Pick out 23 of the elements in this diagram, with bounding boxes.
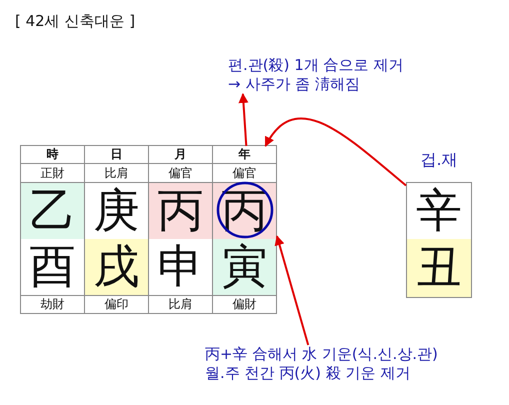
ten-god-label: 比肩 — [85, 164, 149, 183]
pillar-header: 年 — [213, 146, 277, 164]
arrow — [274, 235, 310, 346]
ten-god-label: 劫財 — [21, 296, 85, 314]
ten-god-label: 偏財 — [213, 296, 277, 314]
pillar-header: 月 — [149, 146, 213, 164]
pillar-header: 日 — [85, 146, 149, 164]
pillar-heading: 겁.재 — [419, 150, 459, 169]
ten-god-label: 比肩 — [149, 296, 213, 314]
branch-char: 寅 — [213, 239, 277, 296]
stem-char: 乙 — [21, 183, 85, 239]
pillar-header: 時 — [21, 146, 85, 164]
stem-char: 丙 — [149, 183, 213, 239]
ten-god-label: 偏印 — [85, 296, 149, 314]
arrow — [238, 93, 248, 146]
branch-char: 丑 — [407, 239, 471, 297]
saju-table — [20, 145, 277, 314]
title: [ 42세 신축대운 ] — [15, 12, 136, 31]
annotation-text: 丙+辛 合해서 水 기운(식.신.상.관) 월.주 천간 丙(火) 殺 기운 제거 — [205, 345, 445, 383]
annotation-text: 편.관(殺) 1개 合으로 제거 → 사주가 좀 淸해짐 — [228, 56, 414, 94]
arrow — [264, 118, 407, 186]
stem-char: 辛 — [415, 183, 463, 239]
branch-char: 戌 — [85, 239, 149, 296]
